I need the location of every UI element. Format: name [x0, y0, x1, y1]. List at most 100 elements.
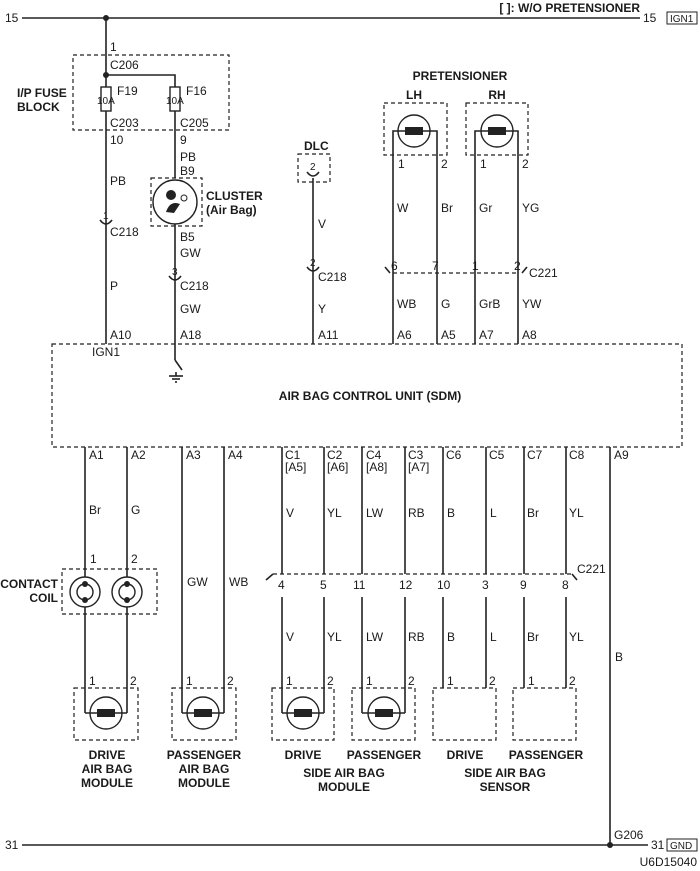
alt-sdm-pin: [A5] — [285, 460, 306, 474]
alt-sdm-pin: [A6] — [327, 460, 348, 474]
wire-color: G — [131, 503, 140, 517]
alt-sdm-pin: [A8] — [366, 460, 387, 474]
svg-text:2: 2 — [489, 674, 496, 688]
passenger-side-airbag-module-box — [351, 687, 416, 741]
pin-label: B9 — [180, 164, 195, 178]
svg-text:2: 2 — [408, 674, 415, 688]
sdm-pin: A8 — [522, 328, 537, 342]
fuse-f19 — [100, 86, 112, 112]
pin-label: 9 — [180, 133, 187, 147]
wire-color: LW — [366, 506, 384, 520]
wire-color: B — [615, 650, 623, 664]
wire-color: GW — [180, 246, 201, 260]
connector-c218-icon — [99, 219, 113, 225]
pin-label: 10 — [437, 578, 451, 592]
junction-dot — [607, 842, 613, 848]
pin-label: B5 — [180, 230, 195, 244]
squib-icons — [85, 696, 405, 730]
wire-color: WB — [397, 297, 416, 311]
wire-color: B — [447, 506, 455, 520]
wire-color: G — [441, 297, 450, 311]
connector-bracket — [384, 266, 391, 274]
sdm-box — [51, 343, 683, 448]
terminal-31-right: 31 — [651, 838, 665, 852]
dlc-box — [297, 153, 331, 183]
pin-label: 3 — [172, 267, 178, 278]
module-label: SIDE AIR BAG — [303, 766, 385, 780]
svg-text:2: 2 — [130, 674, 137, 688]
wire-color: YG — [522, 201, 539, 215]
wire-f16 — [106, 74, 176, 178]
sdm-pin: A18 — [180, 328, 202, 342]
wire-color: V — [286, 630, 294, 644]
fuse-rating: 10A — [166, 96, 184, 107]
wire-color: Br — [89, 503, 101, 517]
wire-color: GrB — [479, 297, 500, 311]
drive-side-airbag-module-box — [271, 687, 335, 741]
svg-text:2: 2 — [569, 674, 576, 688]
pin-label: 10 — [110, 133, 124, 147]
sensor-label: SENSOR — [480, 780, 531, 794]
bottom-wires — [84, 447, 611, 845]
pretensioner-note: [ ]: W/O PRETENSIONER — [499, 1, 640, 15]
pin-label: 11 — [353, 578, 366, 592]
module-label: MODULE — [81, 776, 133, 790]
wire-color: Br — [441, 201, 453, 215]
wire-color: RB — [408, 630, 425, 644]
sdm-pin: A4 — [228, 448, 243, 462]
wire-color: PB — [110, 174, 126, 188]
pin-label: 2 — [310, 258, 316, 269]
sdm-pin: A2 — [131, 448, 146, 462]
pin-label: 3 — [482, 578, 489, 592]
passenger-side-airbag-sensor-box — [512, 687, 577, 741]
sdm-pin: C3 — [408, 448, 424, 462]
svg-text:1: 1 — [447, 674, 454, 688]
pin-label: 4 — [278, 578, 285, 592]
sdm-title: AIR BAG CONTROL UNIT (SDM) — [279, 389, 461, 403]
wire-color: V — [286, 506, 294, 520]
wire-color: Y — [318, 302, 326, 316]
sdm-pin: C2 — [327, 448, 343, 462]
wire-color: Br — [527, 506, 539, 520]
contact-coil-icon — [69, 576, 143, 608]
connector-label: C218 — [110, 225, 139, 239]
pretensioner-title: PRETENSIONER — [413, 69, 508, 83]
sdm-pin: A3 — [186, 448, 201, 462]
svg-text:1: 1 — [366, 674, 373, 688]
connector-bracket — [521, 266, 528, 274]
svg-text:1: 1 — [528, 674, 535, 688]
gnd-badge-box — [666, 838, 698, 852]
airbag-icon-body — [166, 203, 180, 213]
pretensioner-lh-label: LH — [406, 88, 422, 102]
pin-label: 1 — [110, 40, 117, 54]
drive-airbag-module-box — [73, 687, 139, 741]
wire-ground — [174, 359, 183, 371]
connector-label: C203 — [110, 116, 139, 130]
pin-label: 12 — [399, 578, 413, 592]
pretensioner-rh-box — [465, 102, 529, 156]
wire-color: GW — [187, 575, 208, 589]
module-label: AIR BAG — [82, 762, 133, 776]
pretensioner-lh-squib-icon — [392, 114, 438, 344]
contact-coil-label-2: COIL — [29, 591, 58, 605]
wire-color: YL — [569, 506, 584, 520]
pin-label: 2 — [522, 157, 529, 171]
sdm-pin: C1 — [285, 448, 301, 462]
sdm-pin: C5 — [489, 448, 505, 462]
wire-color: L — [490, 630, 497, 644]
wire-color: V — [318, 217, 326, 231]
wire-color: YW — [522, 297, 542, 311]
sdm-pin: C8 — [569, 448, 585, 462]
sdm-pin: A11 — [318, 328, 339, 342]
cluster-label: CLUSTER — [206, 189, 263, 203]
wire-color: WB — [229, 575, 248, 589]
module-label: DRIVE — [89, 748, 126, 762]
wire-color: L — [490, 506, 497, 520]
pin-label: 1 — [472, 259, 479, 273]
ign1-badge-box — [666, 11, 698, 25]
alt-sdm-pin: [A7] — [408, 460, 429, 474]
module-label: AIR BAG — [179, 762, 230, 776]
connector-label: C218 — [180, 279, 209, 293]
sensor-label: PASSENGER — [509, 748, 584, 762]
